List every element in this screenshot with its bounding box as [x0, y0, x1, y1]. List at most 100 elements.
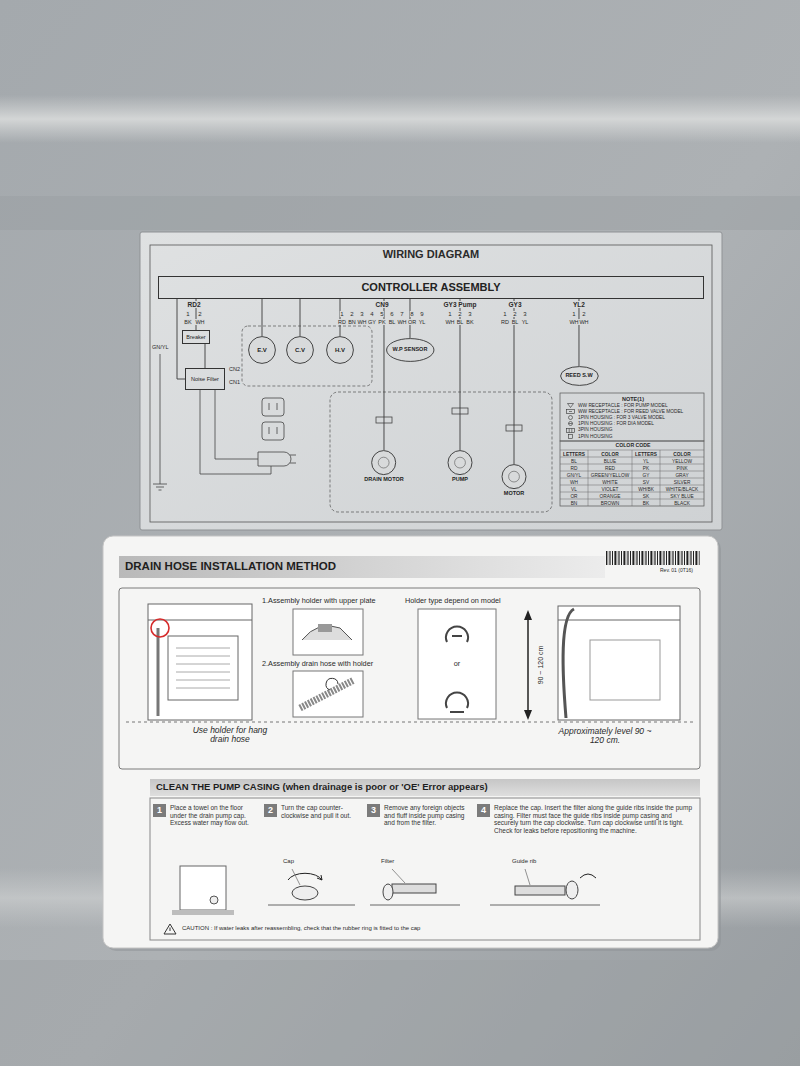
pin-number: 2 [198, 311, 202, 318]
part-label: Filter [381, 858, 394, 865]
inner-frame [150, 245, 712, 522]
legend-symbol-shape [569, 423, 573, 424]
steps-frame [150, 798, 700, 940]
color-table [560, 441, 704, 506]
symbol-caption: PUMP [452, 476, 468, 482]
symbol-text: H.V [335, 347, 345, 353]
step-text: Replace the cap. Insert the filter along… [494, 804, 695, 835]
holder-icon [446, 626, 468, 642]
table-cell: WH/BK [632, 487, 660, 492]
connector-name: GY3 [508, 301, 522, 308]
step-picture [418, 609, 496, 719]
valve-outline [327, 337, 354, 364]
shadow-band [0, 960, 800, 1066]
table-cell: VL [560, 487, 588, 492]
table-cell: SV [632, 480, 660, 485]
pin-number: 9 [420, 311, 424, 318]
warning-icon [164, 924, 176, 934]
drain-hose [563, 609, 574, 718]
label-sticker [140, 232, 722, 530]
table-cell: GREEN/YELLOW [588, 473, 632, 478]
leader-line [525, 869, 530, 885]
table-cell: GN/YL [560, 473, 588, 478]
pin-number: 4 [370, 311, 374, 318]
wire-color: RD [501, 319, 510, 325]
wire-color: OR [407, 319, 416, 325]
cap-drawing [383, 884, 393, 900]
washer-drawing [180, 866, 226, 910]
legend-text: WW RECEPTACLE : FOR PUMP MODEL [578, 403, 668, 408]
table-cell: ORANGE [588, 494, 632, 499]
connector-name: CN9 [375, 301, 389, 308]
table-cell: BK [632, 501, 660, 506]
connector-name: CN2 [229, 366, 240, 372]
instruction-step: 2.Assembly drain hose with holder [262, 660, 373, 668]
pin-number: 6 [390, 311, 394, 318]
noise-filter-box: Noise Filter [185, 368, 225, 390]
wiring-label: WIRING DIAGRAMCONTROLLER ASSEMBLYBreaker… [140, 232, 722, 530]
leader-line [292, 869, 300, 885]
table-cell: SK [632, 494, 660, 499]
cap-drawing [210, 896, 218, 904]
step-picture [293, 609, 363, 655]
pin-number: 1 [503, 311, 507, 318]
table-grid [560, 450, 704, 506]
controller-box: CONTROLLER ASSEMBLY [158, 276, 704, 299]
symbol-text: REED S.W [565, 373, 592, 379]
connector-name: RD2 [187, 301, 201, 308]
step-box: 4Replace the cap. Insert the filter alon… [477, 804, 695, 835]
washer-drawing [148, 604, 252, 720]
socket-symbol [262, 422, 284, 440]
sensor-symbol: W.P SENSOR [386, 338, 435, 362]
holder-drawing [326, 678, 338, 690]
motor-symbol: MOTOR [494, 464, 534, 500]
table-heading: COLOR CODE [615, 443, 650, 449]
legend-symbol [566, 415, 575, 420]
table-cell: PK [632, 466, 660, 471]
motor-outline [448, 451, 472, 475]
table-cell: WHITE [588, 480, 632, 485]
section-band: CLEAN THE PUMP CASING (when drainage is … [150, 779, 700, 796]
drain-hose [157, 628, 160, 716]
table-cell: BROWN [588, 501, 632, 506]
wire-color: WH [445, 319, 455, 325]
valve-symbol: C.V [286, 336, 314, 364]
box-text: Noise Filter [191, 376, 219, 382]
caution-note: CAUTION : If water leaks after reassembl… [182, 925, 420, 932]
note-text: Holder type depend on model [405, 597, 501, 605]
symbol-text: W.P SENSOR [393, 347, 428, 353]
pin-number: 7 [400, 311, 404, 318]
wire-connector [205, 344, 206, 368]
label-sticker [103, 536, 718, 948]
pin-number: 2 [350, 311, 354, 318]
cap-drawing [292, 886, 318, 900]
pin-number: 1 [340, 311, 344, 318]
legend-text: 3PIN HOUSING [578, 427, 612, 432]
pin-number: 2 [458, 311, 462, 318]
holder-icon [446, 692, 468, 712]
casing-line [490, 905, 600, 906]
wire-connector [262, 299, 263, 336]
filter-drawing [515, 886, 565, 895]
wire-color: GN/YL [152, 344, 169, 350]
step-number: 3 [367, 804, 380, 817]
wire-connector [300, 299, 301, 336]
table-header: COLOR [660, 452, 704, 457]
pin-number: 2 [513, 311, 517, 318]
step-box: 2Turn the cap counter-clockwise and pull… [264, 804, 364, 819]
wire-color: WH [569, 319, 579, 325]
step-box: 3 Remove any foreign objects and fluff in… [367, 804, 473, 827]
wire-color: BL [456, 319, 464, 325]
table-cell: YELLOW [660, 459, 704, 464]
washer-vents [176, 648, 230, 688]
table-cell: GY [632, 473, 660, 478]
wire-connector [578, 299, 579, 366]
drain-label-art [103, 536, 721, 951]
valve-outline [287, 337, 314, 364]
step-text: Remove any foreign objects and fluff ins… [384, 804, 473, 827]
legend-text: 1PIN HOUSING : FOR DIA MODEL [578, 421, 654, 426]
connector-name: YL2 [573, 301, 586, 308]
table-header: COLOR [588, 452, 632, 457]
light-streak [0, 95, 800, 143]
